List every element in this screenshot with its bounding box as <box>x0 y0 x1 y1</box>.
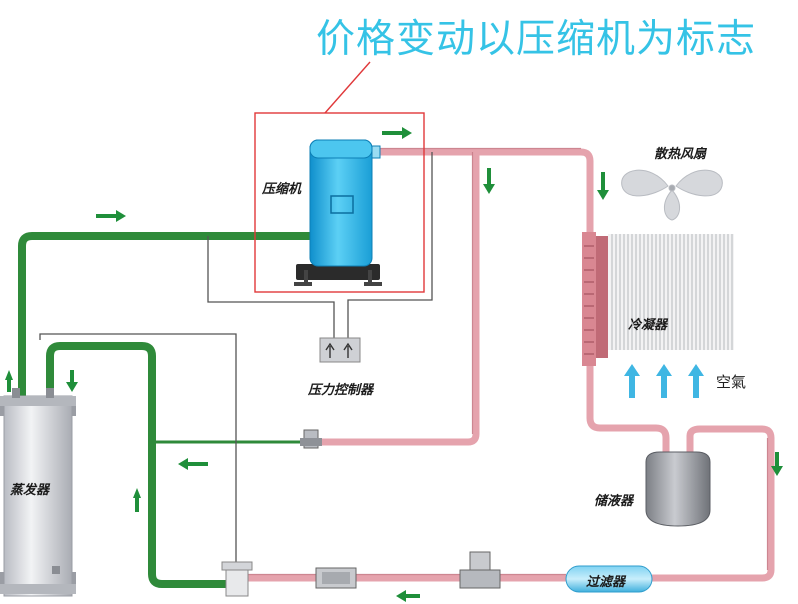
filter-label: 过滤器 <box>586 575 626 590</box>
cooling-fan-icon <box>621 169 723 221</box>
air-flow-arrows <box>624 364 704 398</box>
sight-glass <box>315 567 357 589</box>
pressure-controller <box>319 337 361 363</box>
high-pressure-line <box>244 148 775 582</box>
receiver-label: 储液器 <box>594 494 634 509</box>
condenser <box>582 232 734 366</box>
pressure-controller-label: 压力控制器 <box>308 383 374 398</box>
compressor-callout <box>254 61 425 293</box>
condenser-label: 冷凝器 <box>628 318 668 333</box>
bypass-valve <box>300 429 322 449</box>
air-label: 空氣 <box>716 373 747 391</box>
compressor <box>294 139 382 286</box>
low-pressure-line <box>18 232 312 588</box>
fan-label: 散热风扇 <box>654 147 707 162</box>
evaporator-label: 蒸发器 <box>10 483 50 498</box>
expansion-valve <box>221 561 253 597</box>
solenoid-valve <box>459 551 501 589</box>
page-title: 价格变动以压缩机为标志 <box>316 17 757 62</box>
compressor-label: 压缩机 <box>262 182 302 197</box>
capillary-lines <box>39 152 433 566</box>
evaporator <box>0 388 76 597</box>
filter-drier <box>565 565 653 593</box>
liquid-receiver <box>645 451 711 527</box>
flow-arrows <box>5 127 783 602</box>
